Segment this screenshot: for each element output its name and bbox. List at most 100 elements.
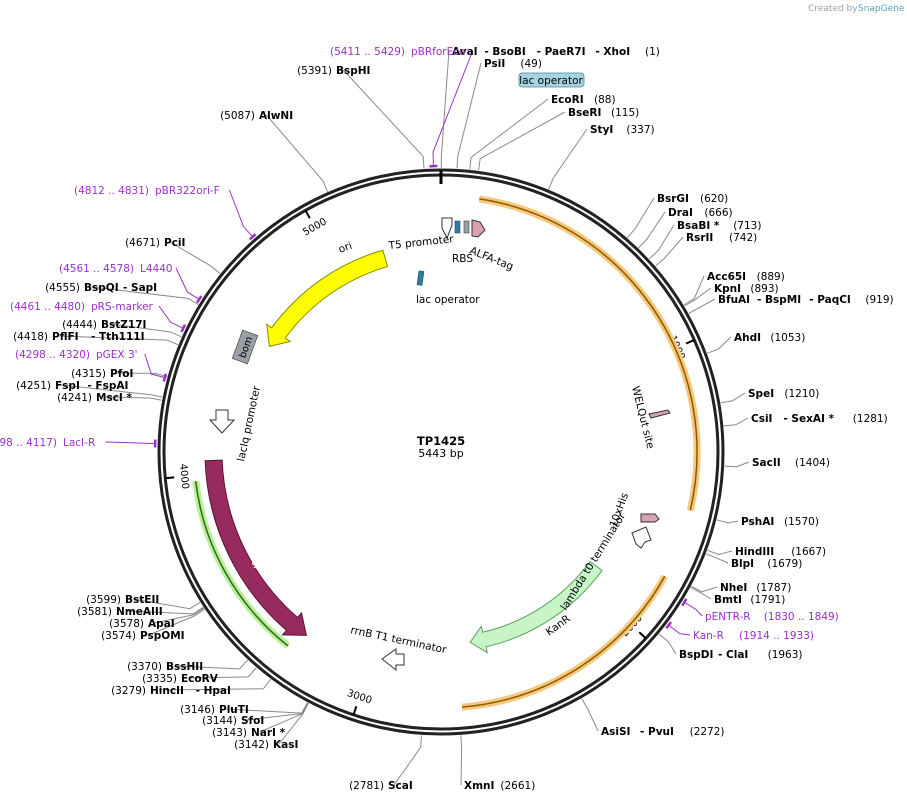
site-scai: ScaI(2781) <box>349 780 413 792</box>
laci-highlight-line <box>194 481 289 647</box>
site-bspdi: BspDI - ClaI (1963) <box>679 649 803 661</box>
tick-label-5000: 5000 <box>301 216 329 238</box>
site-leader <box>581 698 599 732</box>
primer-name: pBR322ori-F <box>155 185 220 197</box>
alfa-tag-shape <box>471 219 486 238</box>
kanr-arrow <box>469 560 603 654</box>
site-position: (4251) <box>16 380 51 392</box>
site-name: BfuAI <box>718 294 750 306</box>
features: bom <box>192 195 701 711</box>
his-tag-label: 10xHis <box>608 491 632 529</box>
site-position: (4418) <box>13 331 48 343</box>
site-name: BstEII <box>125 594 159 606</box>
site-name: MscI * <box>96 392 132 404</box>
lac-operator-box <box>416 270 425 286</box>
primer-pbrforeco: pBRforEco(5411 .. 5429) <box>330 46 465 58</box>
t5-promoter-label: T5 promoter <box>387 233 455 252</box>
site-position: (3578) <box>109 618 144 630</box>
plasmid-name: TP1425 <box>417 434 465 448</box>
site-msci: MscI *(4241) <box>57 392 132 404</box>
site-leader <box>469 98 549 170</box>
primer-lacir: LacI-R(4098 .. 4117) <box>0 437 95 449</box>
site-position: (3279) <box>111 685 146 697</box>
site-name: EcoRV <box>181 673 219 685</box>
primer-leader <box>684 602 703 617</box>
site-name: BsaBI * <box>677 220 720 232</box>
primer-leader <box>432 50 474 166</box>
site-leader <box>126 606 204 615</box>
site-leader <box>116 372 168 378</box>
site-bsabi: BsaBI *(713) <box>677 220 761 232</box>
site-leader <box>684 287 712 307</box>
lambda-terminator-arrow <box>631 526 652 549</box>
primer-mark <box>180 324 187 333</box>
site-name: BmtI <box>714 594 742 606</box>
t5-promoter-arrow <box>441 217 453 240</box>
site-pcii: PciI(4671) <box>125 237 185 249</box>
site-bseri: BseRI (115) <box>568 107 639 119</box>
ori-arrow <box>266 249 389 348</box>
site-bsphi: BspHI(5391) <box>297 65 370 77</box>
site-name: PflFI <box>52 331 79 343</box>
site-avai: AvaI- BsoBI- PaeR7I- XhoI(1) <box>452 46 660 58</box>
site-position: (4444) <box>62 319 97 331</box>
orf-highlight-top <box>478 195 701 512</box>
site-rsrii: RsrII(742) <box>686 232 757 244</box>
site-name: BseRI <box>568 107 601 119</box>
site-sfoi: SfoI(3144) <box>202 715 264 727</box>
site-name: PciI <box>164 237 185 249</box>
primer-range: (4812 .. 4831) <box>74 185 149 197</box>
site-bfuai: BfuAI- BspMI- PaqCI(919) <box>718 294 894 306</box>
site-name: AhdI <box>734 332 761 344</box>
site-alias: - ClaI <box>718 649 748 661</box>
site-name: FspI <box>55 380 80 392</box>
site-name: BlpI <box>731 558 754 570</box>
site-position: (1053) <box>770 332 805 344</box>
site-leader <box>707 549 733 556</box>
site-leader <box>705 553 729 564</box>
site-drai: DraI(666) <box>668 207 733 219</box>
site-position: (5087) <box>220 110 255 122</box>
primer-prsmarker: pRS-marker(4461 .. 4480) <box>10 301 154 313</box>
site-position: (889) <box>757 271 785 283</box>
primer-mark <box>162 373 168 382</box>
site-position: (1) <box>645 46 660 58</box>
site-bsrgi: BsrGI (620) <box>657 193 728 205</box>
site-position: (115) <box>611 107 639 119</box>
site-name: Acc65I <box>707 271 746 283</box>
site-name: BspQI <box>84 282 119 294</box>
rrnb-terminator-label: rrnB T1 terminator <box>349 624 448 656</box>
site-name: DraI <box>668 207 693 219</box>
site-leader <box>723 417 749 427</box>
bom-box: bom <box>231 329 259 365</box>
site-leader <box>174 659 249 670</box>
site-position: (4555) <box>45 282 80 294</box>
site-asisi: AsiSI- PvuI(2272) <box>601 726 725 738</box>
site-name: BspDI <box>679 649 713 661</box>
site-alias: - BspMI <box>757 294 801 306</box>
site-position: (3142) <box>234 739 269 751</box>
primer-name: LacI-R <box>63 437 95 449</box>
site-position: (742) <box>729 232 757 244</box>
tick-mark-5000 <box>304 209 311 219</box>
site-leader <box>266 114 329 192</box>
laci-label: lacI <box>245 549 263 570</box>
site-leader <box>460 735 463 786</box>
site-position: (88) <box>594 94 616 106</box>
primer-name: pENTR-R <box>705 611 751 623</box>
site-hindiii: HindIII(1667) <box>735 546 826 558</box>
site-position: (620) <box>700 193 728 205</box>
site-leader <box>456 62 482 169</box>
site-leader <box>148 608 205 636</box>
site-name: BsrGI <box>657 193 689 205</box>
site-leader <box>655 236 684 267</box>
primer-mark <box>195 295 203 304</box>
site-leader <box>690 586 712 600</box>
site-leader <box>683 275 705 306</box>
site-nhei: NheI(1787) <box>720 582 791 594</box>
primer-range: (1830 .. 1849) <box>764 611 839 623</box>
site-position: (1963) <box>768 649 803 661</box>
primer-leader <box>669 625 691 636</box>
site-name: ApaI <box>148 618 175 630</box>
